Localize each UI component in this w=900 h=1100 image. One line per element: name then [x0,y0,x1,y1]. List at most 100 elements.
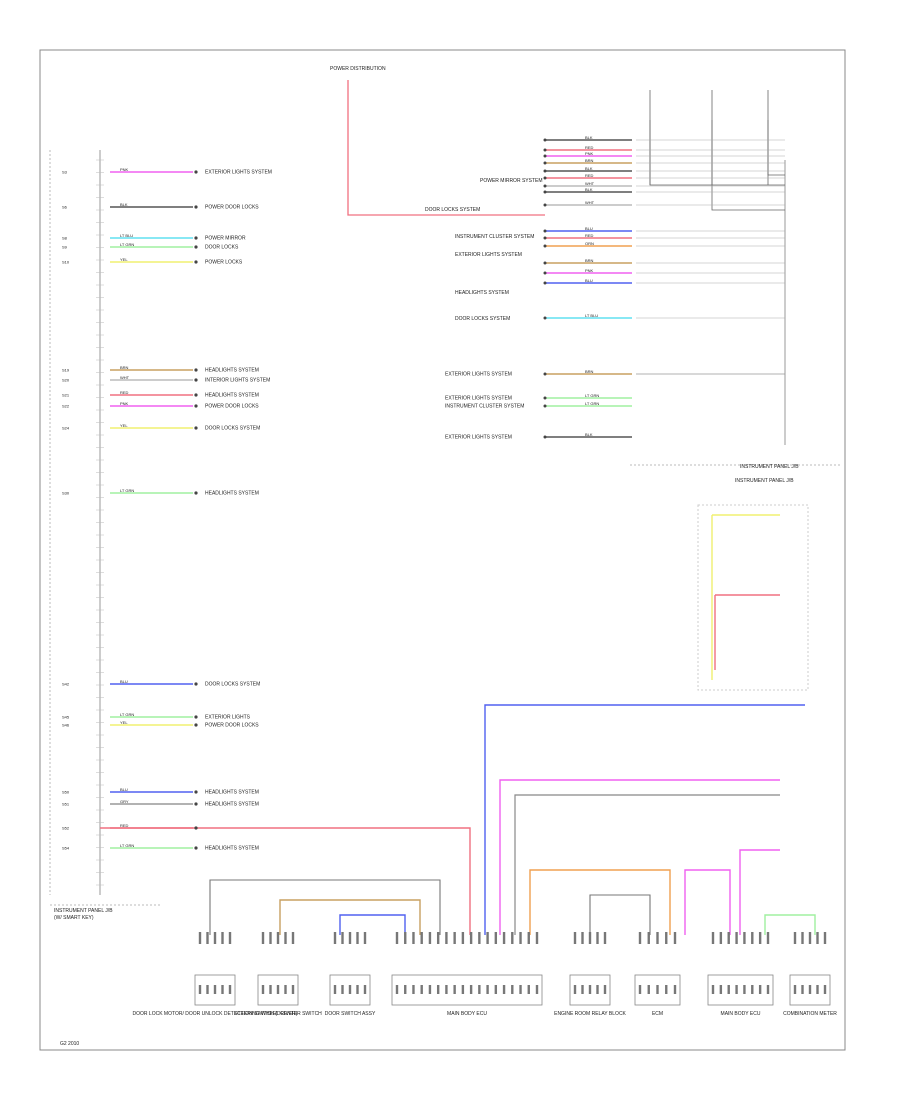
harness-orange [529,869,671,935]
center2-wire-terminal [543,435,547,439]
component-pin [341,932,344,944]
center-wire-terminal [543,244,547,248]
center-wire-dest: EXTERIOR LIGHTS SYSTEM [455,252,522,258]
component-pin [333,932,337,944]
component-pin [228,932,232,944]
center-harness-wires: BLKREDPNKBRNBLKREDWHTBLKWHTBLUREDORNBRNP… [425,135,785,322]
center-wire-color-label: WHT [585,181,595,186]
left-wire-dest: HEADLIGHTS SYSTEM [205,368,259,374]
component-pin [766,985,770,994]
left-wire-terminal [194,236,198,240]
component-pin [420,985,423,994]
left-pin-label: S3 [62,170,68,175]
left-pin-label: S42 [62,682,70,687]
left-wire-color-label: LT GRN [120,488,134,493]
component-pin [588,932,592,944]
left-module-sub: (W/ SMART KEY) [54,915,94,921]
center-wire-color-label: RED [585,145,594,150]
component-pin [261,932,265,944]
component-pin [573,985,577,994]
component-pin [758,932,762,944]
component-pin [428,985,432,994]
component-pin [269,985,272,994]
component-pin [673,932,677,944]
component-pin [333,985,337,994]
left-wire-terminal [194,393,198,397]
center-wire-color-label: WHT [585,200,595,205]
center2-wire-dest: INSTRUMENT CLUSTER SYSTEM [445,404,524,410]
center-wire-terminal [543,190,547,194]
left-wire-color-label: RED [120,390,129,395]
component-pin [363,985,367,994]
component-pin [647,932,650,944]
component-pin [348,985,352,994]
left-pin-label: S46 [62,723,70,728]
left-wire-dest: POWER MIRROR [205,236,246,242]
component-pin [638,985,642,994]
component-pin [656,932,659,944]
component-pin [404,985,407,994]
left-wire-color-label: LT GRN [120,242,134,247]
center-wire-terminal [543,271,547,275]
left-wire-dest: DOOR LOCKS [205,245,239,251]
left-pin-label: S30 [62,491,70,496]
left-wire-dest: DOOR LOCKS SYSTEM [205,426,260,432]
component-pin [808,932,812,944]
harness-green-right [764,914,816,935]
component-pin [221,985,224,994]
bottom-component-6 [707,974,774,1006]
center-wire-color-label: BLU [585,226,593,231]
left-wire-color-label: RED [120,823,129,828]
component-pin [502,985,506,994]
component-pin [412,932,415,944]
harness-pink-short [684,869,731,935]
component-pin [356,985,359,994]
component-pin [213,932,217,944]
bottom-component-label: MAIN BODY ECU [721,1011,761,1017]
harness-pink-long [499,779,780,935]
left-wire-color-label: GRY [120,799,129,804]
left-pin-label: S52 [62,826,70,831]
left-pin-label: S19 [62,368,70,373]
left-wire-dest: POWER LOCKS [205,260,243,266]
component-pin [673,985,677,994]
component-pin [348,932,352,944]
center-wire-color-label: BRN [585,158,594,163]
component-pin [420,932,423,944]
component-pin [719,985,723,994]
component-pin [469,985,473,994]
component-pin [486,932,489,944]
component-pin [445,985,448,994]
center-wire-terminal [543,261,547,265]
component-pin [727,932,730,944]
diagram-frame [39,49,846,1051]
component-pin [581,985,584,994]
left-wire-color-label: BLU [120,787,128,792]
left-wire-color-label: LT BLU [120,233,133,238]
left-wire-dest: EXTERIOR LIGHTS [205,715,251,721]
center-wire-dest: INSTRUMENT CLUSTER SYSTEM [455,234,534,240]
left-wire-color-label: LT GRN [120,843,134,848]
center-wire-dest: DOOR LOCKS SYSTEM [455,316,510,322]
center-wire-terminal [543,161,547,165]
center-wire-color-label: BLU [585,278,593,283]
component-pin [519,932,522,944]
component-pin [269,932,272,944]
center-wire-color-label: ORN [585,241,594,246]
center2-wire-color-label: BRN [585,369,594,374]
component-pin [573,932,577,944]
component-pin [638,932,642,944]
component-pin [808,985,812,994]
right-panel-name: INSTRUMENT PANEL J/B [735,478,794,484]
center2-wire-dest: EXTERIOR LIGHTS SYSTEM [445,435,512,441]
component-pin [494,932,498,944]
component-pin [527,932,530,944]
center-wire-dest: POWER MIRROR SYSTEM [480,178,543,184]
left-pin-label: S24 [62,426,70,431]
component-pin [502,932,506,944]
left-pin-label: S54 [62,846,70,851]
center-wire-terminal [543,203,547,207]
left-wire-dest: HEADLIGHTS SYSTEM [205,790,259,796]
component-pin [436,985,440,994]
